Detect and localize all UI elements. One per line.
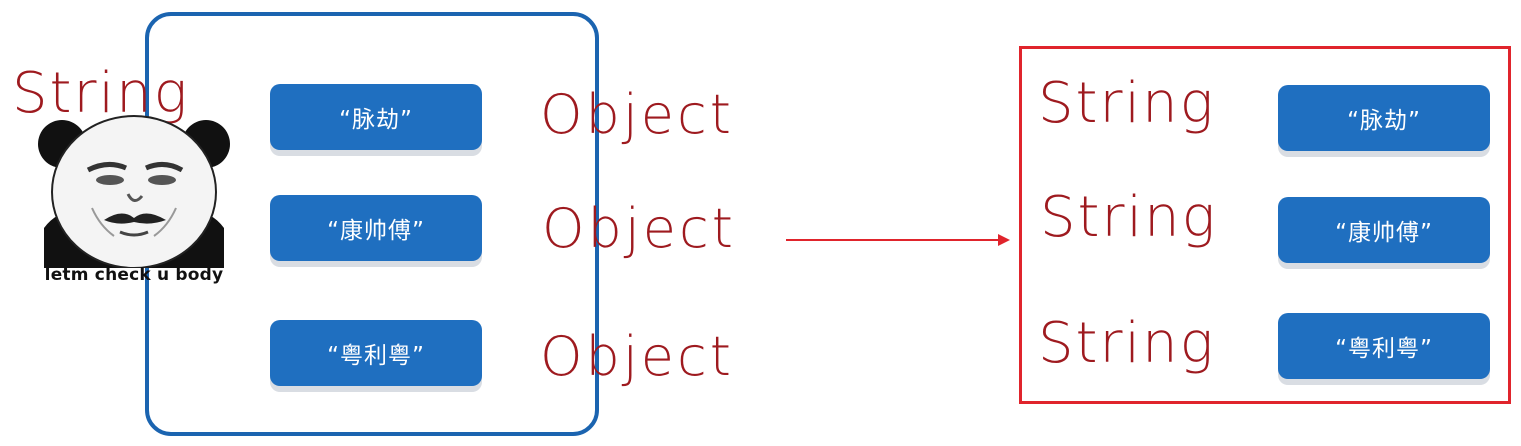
meme-caption: letm check u body bbox=[44, 265, 224, 285]
conversion-arrow-icon bbox=[786, 234, 1010, 246]
right-string-label-2: String bbox=[1040, 185, 1218, 250]
object-label-2: Object bbox=[542, 197, 736, 260]
right-pill-item-3: “粤利粤” bbox=[1278, 313, 1490, 379]
right-pill-item-1: “脉劫” bbox=[1278, 85, 1490, 151]
object-label-1: Object bbox=[540, 83, 734, 146]
left-pill-item-3: “粤利粤” bbox=[270, 320, 482, 386]
left-pill-item-1: “脉劫” bbox=[270, 84, 482, 150]
right-string-label-3: String bbox=[1038, 311, 1216, 376]
left-pill-item-2: “康帅傅” bbox=[270, 195, 482, 261]
right-pill-item-2: “康帅傅” bbox=[1278, 197, 1490, 263]
panda-meme-image: letm check u body bbox=[30, 108, 238, 293]
left-string-label: String bbox=[12, 61, 190, 126]
right-string-label-1: String bbox=[1038, 71, 1216, 136]
panda-face-icon bbox=[38, 115, 230, 269]
object-label-3: Object bbox=[540, 325, 734, 388]
right-container-frame bbox=[1019, 46, 1511, 404]
